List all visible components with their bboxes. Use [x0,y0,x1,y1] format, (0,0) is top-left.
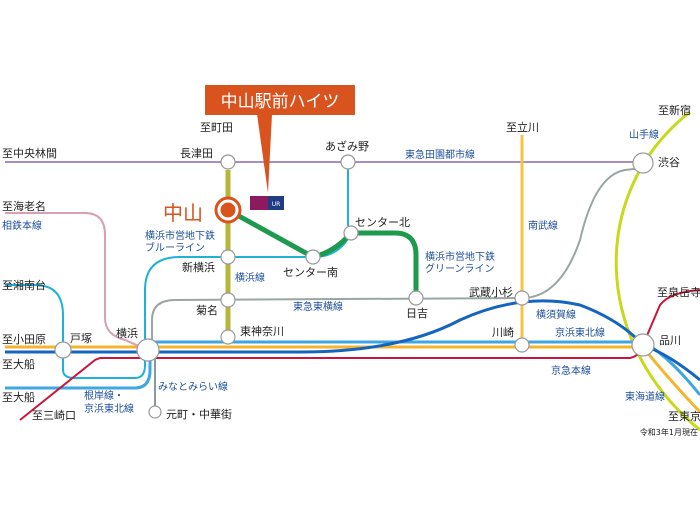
line-label-keikyu: 京急本線 [551,364,591,377]
station-center-minami[interactable] [305,249,321,265]
ur-logo-box [268,196,284,210]
line-label-green-2: グリーンライン [425,262,495,275]
label-motomachi: 元町・中華街 [166,407,232,421]
label-shibuya: 渋谷 [658,156,680,169]
callout-pointer [257,114,272,193]
label-hiyoshi: 日吉 [406,307,428,320]
label-center-kita: センター北 [355,216,410,229]
toyoko-line [151,167,644,350]
label-higashikanagawa: 東神奈川 [240,324,284,338]
station-musashikosugi[interactable] [514,290,530,306]
dir-machida: 至町田 [200,121,233,134]
tokaido-line [5,345,700,414]
station-motomachi[interactable] [148,405,162,419]
dir-ofuna-2: 至大船 [2,390,35,404]
station-totsuka[interactable] [54,341,72,359]
label-nagatsuta: 長津田 [180,147,213,160]
callout-title: 中山駅前ハイツ [221,92,340,112]
label-shin-yokohama: 新横浜 [182,260,215,274]
station-nakayama-dot [220,202,236,218]
ur-logo-mark [250,196,268,210]
dir-tokyo: 至東京 [668,409,700,423]
label-shinagawa: 品川 [659,334,681,347]
line-label-green-1: 横浜市営地下鉄 [425,250,495,263]
line-label-yokosuka: 横須賀線 [536,308,576,321]
station-kikuna[interactable] [220,292,236,308]
line-label-nambu: 南武線 [528,219,558,232]
station-shin-yokohama[interactable] [220,249,236,265]
line-label-keihintohoku: 京浜東北線 [555,326,605,339]
label-yokohama: 横浜 [116,326,138,340]
station-yokohama[interactable] [136,338,160,362]
station-kawasaki[interactable] [514,337,530,353]
line-label-minatomirai: みなとみらい線 [158,380,228,393]
ur-logo-text: UR [272,201,281,208]
dir-ebina: 至海老名 [2,199,46,213]
callout-box [205,85,355,115]
dir-shonandai: 至湘南台 [2,278,46,292]
label-kawasaki: 川崎 [492,325,514,339]
line-label-yokohama: 横浜線 [235,271,265,284]
date-note: 令和3年1月現在 [640,427,698,437]
station-center-kita[interactable] [343,225,359,241]
line-label-denentoshi: 東急田園都市線 [405,148,475,161]
yamanote-line [614,110,700,432]
station-higashikanagawa[interactable] [220,329,236,345]
line-label-negishi-1: 根岸線・ [84,389,124,402]
dir-tachikawa: 至立川 [506,120,539,134]
dir-odawara: 至小田原 [2,333,46,346]
dir-sengakuji: 至泉岳寺 [657,285,700,299]
station-shibuya[interactable] [632,152,654,174]
station-hiyoshi[interactable] [408,290,424,306]
label-kikuna: 菊名 [196,303,218,317]
station-azamino[interactable] [340,154,356,170]
label-musashikosugi: 武蔵小杉 [469,285,513,299]
line-label-toyoko: 東急東横線 [293,300,343,313]
dir-chuorinkan: 至中央林間 [2,146,57,160]
line-label-tokaido: 東海道線 [625,390,665,403]
yokosuka-line [5,299,700,382]
line-label-blue-2: ブルーライン [145,241,205,254]
dir-shinjuku: 至新宿 [658,103,691,117]
sotetsu-line [5,212,149,351]
line-label-blue-1: 横浜市営地下鉄 [145,229,215,242]
label-totsuka: 戸塚 [70,332,92,345]
station-shinagawa[interactable] [631,333,655,357]
label-center-minami: センター南 [283,266,338,279]
green-line [226,207,419,298]
label-azamino: あざみ野 [325,139,369,153]
line-label-negishi-2: 京浜東北線 [84,402,134,415]
line-label-yamanote: 山手線 [629,128,659,141]
main-station-label: 中山 [163,201,203,225]
line-label-sotetsu: 相鉄本線 [2,219,42,232]
dir-misakiguchi: 至三崎口 [32,408,76,422]
dir-ofuna-1: 至大船 [2,357,35,371]
station-nagatsuta[interactable] [220,154,236,170]
